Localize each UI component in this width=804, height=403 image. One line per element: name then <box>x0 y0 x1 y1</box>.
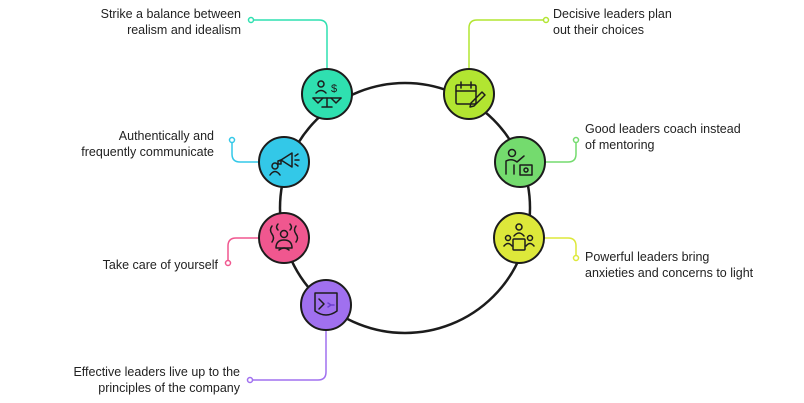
dot-principles <box>246 376 254 384</box>
label-self-care-line-1: Take care of yourself <box>102 258 218 272</box>
scales-balance-icon: $ <box>312 80 342 108</box>
connector-balance <box>253 19 328 68</box>
dot-concerns <box>572 254 580 262</box>
megaphone-icon <box>269 152 300 176</box>
node-concerns <box>493 212 545 264</box>
node-plan <box>443 68 495 120</box>
label-plan-line-1: Decisive leaders plan <box>553 7 672 21</box>
label-concerns-line-2: anxieties and concerns to light <box>585 266 754 280</box>
label-self-care: Take care of yourself <box>103 257 218 273</box>
svg-text:$: $ <box>331 83 337 95</box>
node-principles <box>300 279 352 331</box>
node-circle-coach <box>494 136 546 188</box>
node-circle-balance <box>301 68 353 120</box>
calendar-pencil-icon <box>455 81 486 108</box>
node-communicate <box>258 136 310 188</box>
label-coach: Good leaders coach instead of mentoring <box>585 121 741 153</box>
label-concerns-line-1: Powerful leaders bring <box>585 250 710 264</box>
connector-self-care <box>227 237 260 261</box>
connector-coach <box>544 142 577 163</box>
label-coach-line-2: of mentoring <box>585 138 655 152</box>
node-self-care <box>258 212 310 264</box>
node-circle-plan <box>443 68 495 120</box>
dot-coach <box>572 136 580 144</box>
meeting-table-icon <box>503 223 535 251</box>
label-plan-line-2: out their choices <box>553 23 645 37</box>
label-balance: Strike a balance between realism and ide… <box>101 6 241 38</box>
node-balance: $ <box>301 68 353 120</box>
node-circle-principles <box>300 279 352 331</box>
dot-communicate <box>228 136 236 144</box>
box-shield-icon <box>314 292 338 316</box>
label-balance-line-1: Strike a balance between <box>100 7 241 21</box>
self-care-icon <box>269 223 299 251</box>
dot-balance <box>247 16 255 24</box>
coach-presentation-icon <box>505 148 533 176</box>
connector-principles <box>252 330 327 381</box>
label-concerns: Powerful leaders bring anxieties and con… <box>585 249 753 281</box>
label-principles-line-1: Effective leaders live up to the <box>73 365 240 379</box>
connector-communicate <box>231 142 262 163</box>
label-communicate-line-2: frequently communicate <box>81 145 214 159</box>
node-circle-concerns <box>493 212 545 264</box>
node-coach <box>494 136 546 188</box>
label-communicate: Authentically and frequently communicate <box>81 128 214 160</box>
label-principles: Effective leaders live up to the princip… <box>73 364 240 396</box>
label-balance-line-2: realism and idealism <box>127 23 241 37</box>
connector-plan <box>468 19 544 70</box>
label-coach-line-1: Good leaders coach instead <box>585 122 741 136</box>
cycle-ring <box>278 81 532 335</box>
dot-plan <box>542 16 550 24</box>
label-plan: Decisive leaders plan out their choices <box>553 6 672 38</box>
dot-self-care <box>224 259 232 267</box>
label-communicate-line-1: Authentically and <box>118 129 214 143</box>
connector-concerns <box>544 237 577 256</box>
label-principles-line-2: principles of the company <box>98 381 240 395</box>
